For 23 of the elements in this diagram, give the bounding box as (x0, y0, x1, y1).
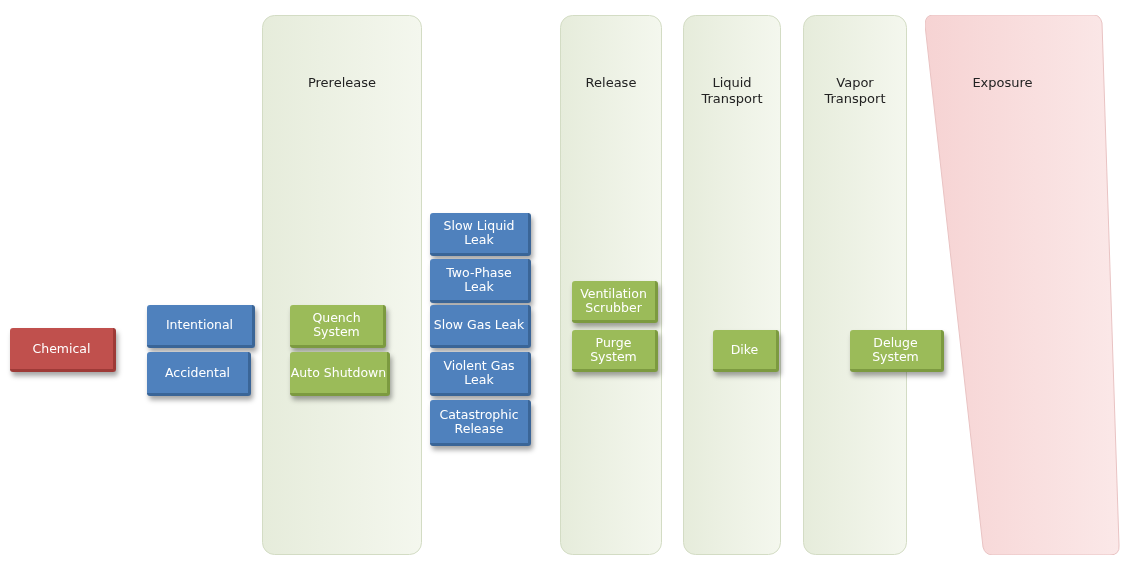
stage-title: Liquid Transport (700, 75, 764, 108)
step-box: Ventilation Scrubber (572, 281, 658, 323)
stage-band (925, 15, 1120, 555)
stage-title: Release (584, 75, 638, 92)
step-box: Chemical (10, 328, 116, 372)
step-box: Deluge System (850, 330, 944, 372)
stage-title: Prerelease (306, 75, 378, 92)
step-box: Two-Phase Leak (430, 259, 531, 303)
step-box: Catastrophic Release (430, 400, 531, 446)
step-box: Violent Gas Leak (430, 352, 531, 396)
stage-column (683, 15, 781, 555)
stage-column (560, 15, 662, 555)
step-box: Dike (713, 330, 779, 372)
stage-title: Vapor Transport (823, 75, 887, 108)
stage-column (262, 15, 422, 555)
step-box: Accidental (147, 352, 251, 396)
step-box: Quench System (290, 305, 386, 348)
step-box: Purge System (572, 330, 658, 372)
step-box: Slow Gas Leak (430, 305, 531, 348)
stage-title: Exposure (971, 75, 1034, 92)
step-box: Auto Shutdown (290, 352, 390, 396)
step-box: Slow Liquid Leak (430, 213, 531, 256)
step-box: Intentional (147, 305, 255, 348)
